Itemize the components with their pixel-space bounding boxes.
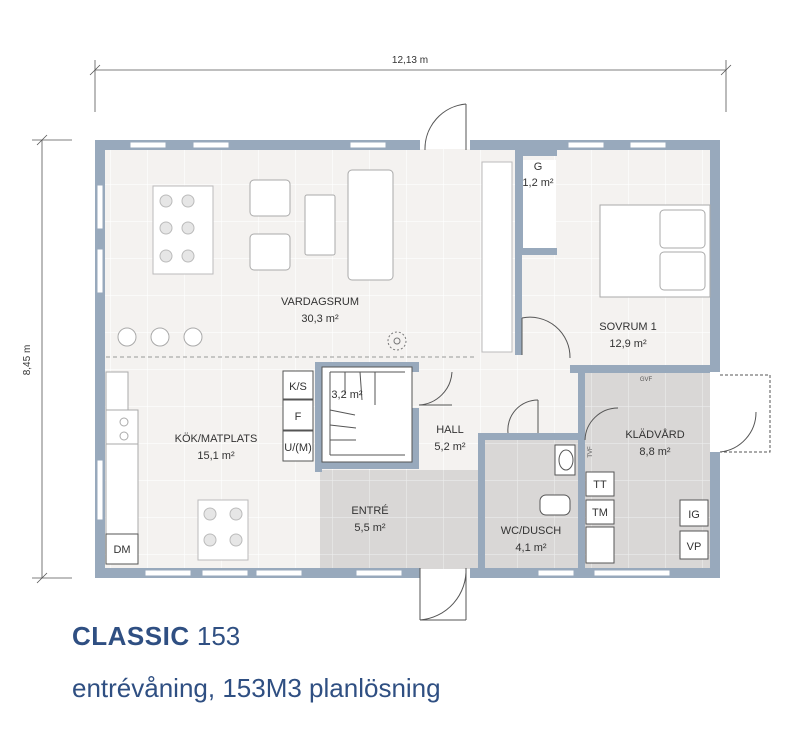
appliance-column [282,370,314,462]
room-name-kok: KÖK/MATPLATS [175,433,258,445]
wc-fixtures [539,444,576,516]
tumble-dryer-box [585,471,615,497]
fridge-freezer-box [282,370,314,400]
label-vp: VP [687,541,702,553]
label-ig: IG [688,509,700,521]
caption-subtitle: entrévåning, 153M3 planlösning [72,673,441,703]
label-ks: K/S [289,381,307,393]
room-name-wc: WC/DUSCH [501,525,562,537]
armchairs [249,169,394,281]
doors [418,103,771,621]
label-tvf: TVF [588,446,594,458]
dishwasher-box [105,533,139,565]
closet-g-floor [522,160,556,248]
room-area-sovrum: 12,9 m² [609,338,647,350]
room-name-sovrum: SOVRUM 1 [599,321,656,333]
dining-table-bottom [197,499,249,561]
staircase [321,366,413,463]
freezer-box [282,399,314,431]
vp-box [679,530,709,560]
bar-stools [117,327,203,347]
room-area-kladvard: 8,8 m² [639,446,671,458]
room-name-kladvard: KLÄDVÅRD [625,428,684,441]
label-gvf: GVF [640,377,653,383]
room-name-entre: ENTRÉ [351,504,388,517]
entre-floor [320,470,482,569]
storage-shelf [481,161,513,353]
label-tt: TT [593,479,607,491]
label-um: U/(M) [284,442,312,454]
room-name-hall: HALL [436,424,464,436]
lamp-icon [387,331,407,351]
room-area-stair: 3,2 m² [331,389,363,401]
room-area-kok: 15,1 m² [197,450,235,462]
room-area-vardagsrum: 30,3 m² [301,313,339,325]
caption-title: CLASSIC 153 [72,620,240,652]
caption-model: 153 [196,621,241,651]
width-label: 12,13 m [392,55,428,66]
label-dm: DM [113,544,130,556]
bed [599,204,711,298]
height-dimension [32,134,72,584]
room-name-vardagsrum: VARDAGSRUM [281,296,359,308]
laundry-fixtures [105,471,709,565]
room-area-wc: 4,1 m² [515,542,547,554]
label-tm: TM [592,507,608,519]
room-area-g: 1,2 m² [522,177,554,189]
room-area-entre: 5,5 m² [354,522,386,534]
height-label: 8,45 m [22,345,33,376]
ig-box [679,499,709,527]
interior-walls [315,150,710,568]
width-dimension [89,60,732,112]
dining-table-top [152,185,214,275]
sink-box [585,526,615,564]
label-f: F [295,411,302,423]
room-area-hall: 5,2 m² [434,441,466,453]
washer-box [585,499,615,525]
windows [96,141,671,577]
oven-box [282,430,314,462]
caption-brand: CLASSIC [72,621,190,651]
room-name-g: G [534,161,543,173]
